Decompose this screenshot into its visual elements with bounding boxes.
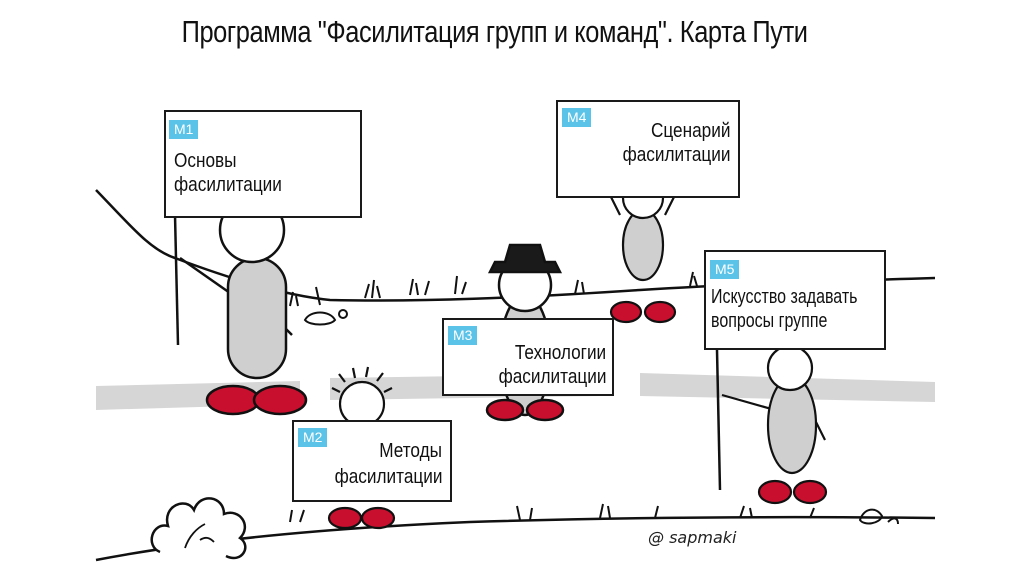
- grass-tufts: [289, 271, 815, 523]
- sign-m3: M3 Технологии фасилитации: [442, 318, 614, 396]
- module-title-line: Основы: [174, 150, 237, 172]
- figure-m5: [721, 344, 828, 505]
- figure-m2: [327, 366, 396, 530]
- sign-m4: M4 Сценарий фасилитации: [556, 100, 740, 198]
- sign-m5: M5 Искусство задавать вопросы группе: [704, 250, 886, 350]
- sign-m1: M1 Основы фасилитации: [164, 110, 362, 218]
- module-title-line: фасилитации: [174, 174, 282, 196]
- page-title: Программа "Фасилитация групп и команд". …: [181, 14, 808, 49]
- module-badge: M4: [562, 108, 592, 127]
- module-title-line: Искусство задавать: [711, 286, 858, 308]
- module-badge: M1: [169, 120, 199, 139]
- module-badge: M5: [710, 260, 740, 279]
- author-credit: @ sapmaki: [648, 528, 737, 547]
- module-title-line: фасилитации: [498, 366, 606, 388]
- module-title-line: фасилитации: [622, 144, 730, 166]
- sign-posts: [173, 214, 722, 491]
- module-title-line: Сценарий: [650, 120, 730, 142]
- module-title-line: Технологии: [514, 342, 606, 364]
- module-badge: M3: [448, 326, 478, 345]
- sign-m2: M2 Методы фасилитации: [292, 420, 452, 502]
- rocks: [303, 309, 899, 525]
- module-title-line: Методы: [379, 440, 442, 462]
- module-badge: M2: [298, 428, 328, 447]
- module-title-line: фасилитации: [334, 466, 442, 488]
- module-title-line: вопросы группе: [711, 310, 828, 332]
